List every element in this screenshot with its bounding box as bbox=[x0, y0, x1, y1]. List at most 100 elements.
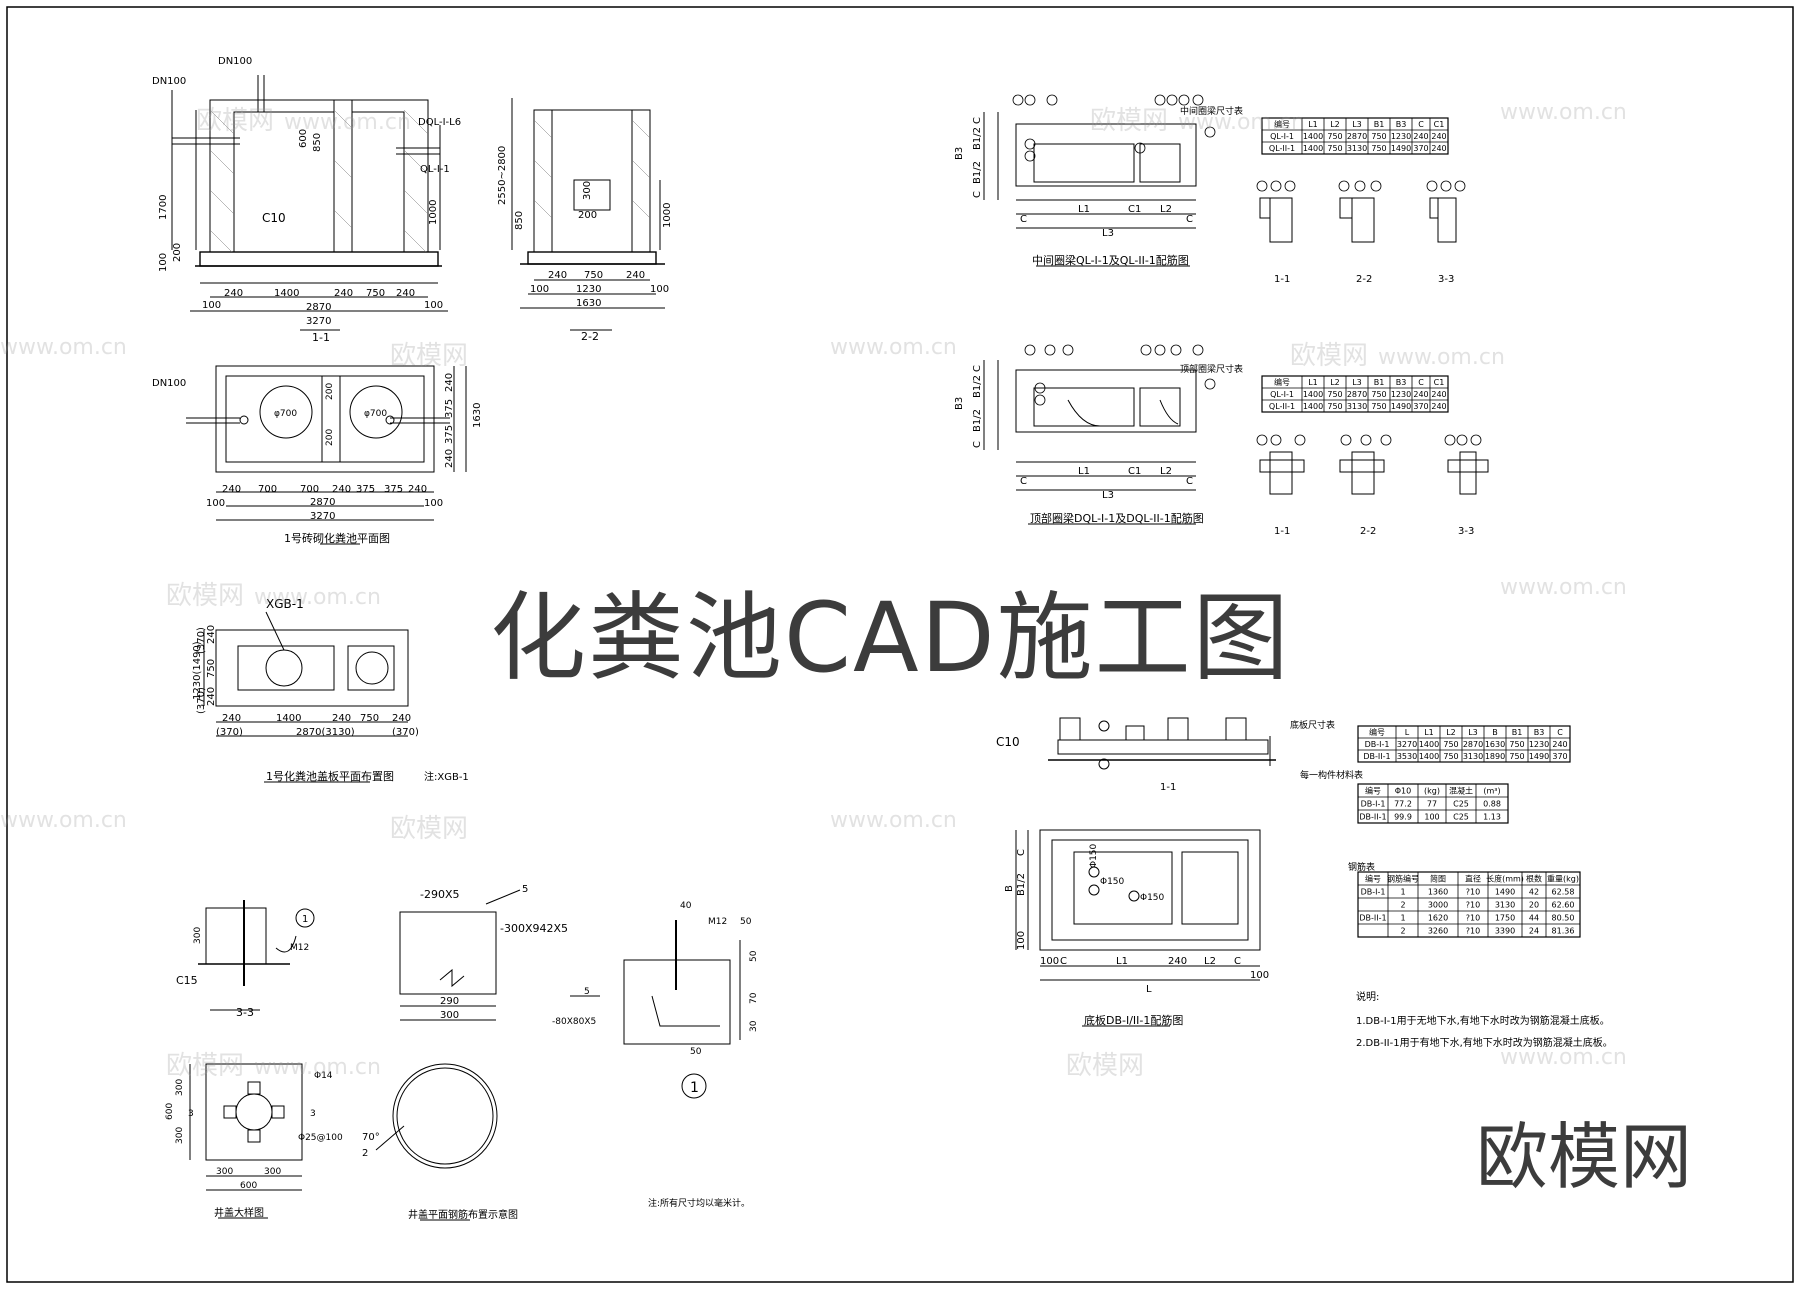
table-header-cell: B1 bbox=[1374, 378, 1385, 387]
s11-label-100: 100 bbox=[158, 253, 169, 272]
table-cell: 1400 bbox=[1419, 740, 1439, 749]
table-header-cell: L3 bbox=[1352, 120, 1362, 129]
anchor-label: -80X80X5 bbox=[552, 1017, 596, 1027]
s22-dim: 1630 bbox=[576, 298, 601, 309]
table-cell: 240 bbox=[1431, 390, 1446, 399]
s22-dim: 240 bbox=[626, 270, 645, 281]
table-cell: 750 bbox=[1371, 402, 1386, 411]
table-header-cell: B3 bbox=[1534, 728, 1545, 737]
cover-caption: 1号化粪池盖板平面布置图 bbox=[266, 769, 394, 783]
table-cell: 750 bbox=[1443, 752, 1458, 761]
plan1-dim: 375 bbox=[356, 484, 375, 495]
plan1-dim: 240 bbox=[222, 484, 241, 495]
table-cell: 42 bbox=[1529, 887, 1539, 896]
manhole-label: 600 bbox=[165, 1103, 175, 1120]
table-header-cell: L3 bbox=[1352, 378, 1362, 387]
table-cell: 1890 bbox=[1485, 752, 1505, 761]
beam-a-dim: C bbox=[1186, 214, 1193, 225]
beam-table-a-title: 中间圈梁尺寸表 bbox=[1180, 105, 1243, 117]
table-cell: 62.58 bbox=[1552, 887, 1575, 896]
s11-dims: 100 240 1400 240 750 240 100 2870 3270 bbox=[202, 288, 443, 327]
table-header-cell: L1 bbox=[1308, 120, 1318, 129]
cover-label-xgb: XGB-1 bbox=[266, 597, 304, 611]
table-cell: 3530 bbox=[1397, 752, 1417, 761]
plate-label-b: -300X942X5 bbox=[500, 922, 568, 935]
cover-dim: 2870(3130) bbox=[296, 727, 355, 738]
beam-b-dim-v: B3 bbox=[954, 397, 965, 410]
table-cell: QL-II-1 bbox=[1269, 144, 1295, 153]
s11-label-dn100-b: DN100 bbox=[218, 56, 252, 67]
table-cell: 3000 bbox=[1428, 900, 1448, 909]
plate-label-290: 290 bbox=[440, 996, 459, 1007]
anchor-detail-drawing bbox=[570, 920, 741, 1099]
s11-label-dql: DQL-I-L6 bbox=[418, 117, 461, 128]
table-cell: 1490 bbox=[1391, 144, 1411, 153]
table-header-cell: C bbox=[1557, 728, 1563, 737]
beam-a-dim: L2 bbox=[1160, 204, 1172, 215]
table-cell: 1230 bbox=[1391, 390, 1411, 399]
base-plan-dim-v: C bbox=[1016, 849, 1027, 856]
beam-a-caption: 中间圈梁QL-I-1及QL-II-1配筋图 bbox=[1032, 253, 1189, 267]
s11-label-600: 600 bbox=[298, 129, 309, 148]
s11-dim: 2870 bbox=[306, 302, 331, 313]
d33-label-m12: M12 bbox=[290, 943, 309, 953]
table-cell: 240 bbox=[1413, 390, 1428, 399]
beam-b-detail-caption: 1-1 bbox=[1274, 526, 1290, 537]
plan1-dim: 2870 bbox=[310, 497, 335, 508]
table-cell: 77.2 bbox=[1394, 799, 1412, 808]
s11-dim: 240 bbox=[396, 288, 415, 299]
beam-a-dims: C L1 C1 L2 C L3 bbox=[1020, 204, 1193, 239]
beam-table-a: 编号QL-I-1QL-II-1L114001400L2750750L328703… bbox=[1261, 117, 1449, 155]
cover-dim: 750 bbox=[360, 713, 379, 724]
beam-b-dim: C bbox=[1186, 476, 1193, 487]
table-cell: 3390 bbox=[1495, 926, 1515, 935]
table-cell: 370 bbox=[1552, 752, 1567, 761]
ring-label-2: 2 bbox=[362, 1148, 368, 1159]
table-cell: 3130 bbox=[1347, 144, 1367, 153]
plan1-dim: 240 bbox=[332, 484, 351, 495]
s11-dim: 100 bbox=[202, 300, 221, 311]
table-cell: 240 bbox=[1431, 402, 1446, 411]
table-header-cell: L2 bbox=[1330, 120, 1340, 129]
table-header-cell: (kg) bbox=[1424, 786, 1440, 795]
table-cell: 99.9 bbox=[1394, 812, 1412, 821]
s11-dim: 1400 bbox=[274, 288, 299, 299]
s22-label-1000: 1000 bbox=[662, 203, 673, 228]
plate-label-5: 5 bbox=[522, 884, 528, 895]
table-cell: 2 bbox=[1400, 926, 1405, 935]
manhole-label: 3 bbox=[188, 1109, 194, 1119]
plan1-dim: 100 bbox=[206, 498, 225, 509]
plan1-dim-v: 1630 bbox=[472, 403, 483, 428]
plan1-dim: 100 bbox=[424, 498, 443, 509]
beam-a-detail-caption: 3-3 bbox=[1438, 274, 1454, 285]
base-section-drawing bbox=[1048, 717, 1276, 770]
s11-label-ql: QL-I-1 bbox=[420, 164, 450, 175]
table-cell: 750 bbox=[1327, 402, 1342, 411]
table-cell: 750 bbox=[1371, 144, 1386, 153]
anchor-label: 50 bbox=[740, 917, 752, 927]
s22-dim: 1230 bbox=[576, 284, 601, 295]
material-table-title: 每一构件材料表 bbox=[1300, 769, 1363, 781]
bottom-note: 注:所有尺寸均以毫米计。 bbox=[648, 1197, 750, 1209]
beam-b-detail-caption: 3-3 bbox=[1458, 526, 1474, 537]
table-cell: 750 bbox=[1509, 740, 1524, 749]
table-cell: DB-I-1 bbox=[1361, 887, 1386, 896]
beam-a-detail-caption: 2-2 bbox=[1356, 274, 1372, 285]
s22-caption: 2-2 bbox=[581, 330, 599, 343]
table-cell: 2870 bbox=[1347, 390, 1367, 399]
anchor-label: 50 bbox=[690, 1047, 702, 1057]
base-plan-dim-v: B1/2 bbox=[1016, 873, 1027, 896]
section-2-2-drawing bbox=[511, 98, 665, 331]
table-cell: 750 bbox=[1371, 390, 1386, 399]
base-section-caption: 1-1 bbox=[1160, 782, 1176, 793]
beam-b-dims-v: B3 C B1/2 B1/2 C bbox=[954, 365, 983, 448]
base-plan-dim: C bbox=[1060, 956, 1067, 967]
cover-dim-v: 240 bbox=[206, 687, 217, 706]
base-size-table: 编号DB-I-1DB-II-1L32703530L114001400L27507… bbox=[1357, 725, 1571, 763]
plan1-dim-v: 240 bbox=[444, 449, 455, 468]
rebar-table-title: 钢筋表 bbox=[1348, 861, 1375, 873]
base-plan-dim: L bbox=[1146, 984, 1152, 995]
table-header-cell: B bbox=[1492, 728, 1498, 737]
d33-label-1: 1 bbox=[302, 914, 308, 925]
table-header-cell: 直径 bbox=[1465, 873, 1481, 883]
